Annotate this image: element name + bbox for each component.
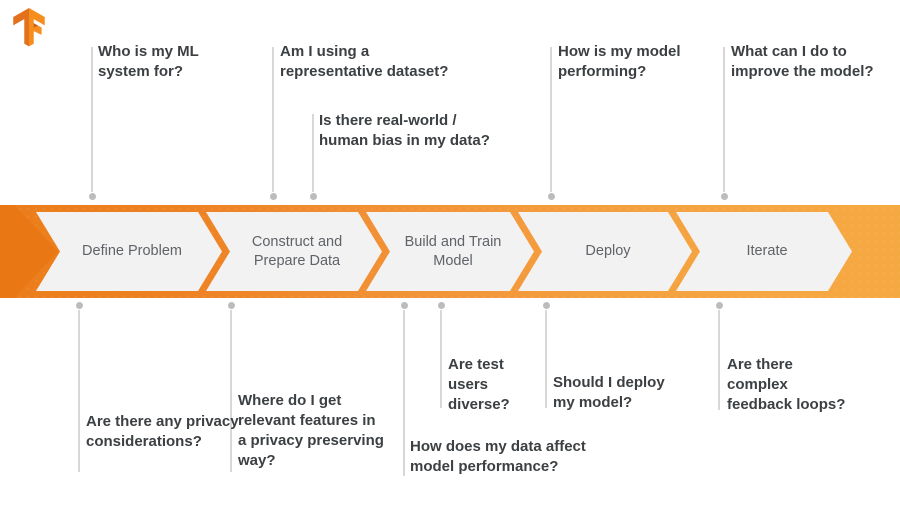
question-real-world-human-bias: Is there real-world / human bias in my d…: [319, 112, 490, 149]
stage-construct-and-prepare-data: Construct and Prepare Data: [206, 212, 382, 291]
question-test-users-diverse: Are test users diverse?: [448, 356, 510, 413]
connector-dot: [547, 193, 555, 200]
question-privacy-considerations: Are there any privacy considerations?: [86, 413, 239, 450]
connector-dot: [269, 193, 277, 200]
connector-dot: [227, 302, 235, 309]
connector-line: [437, 302, 445, 408]
connector-dot: [88, 193, 96, 200]
question-who-is-my-ml-system-for: Who is my ML system for?: [98, 43, 199, 80]
connector-dot: [437, 302, 445, 309]
stage-label: Build and Train Model: [404, 233, 502, 269]
connector-dot: [720, 193, 728, 200]
connector-dot: [715, 302, 723, 309]
question-improve-the-model: What can I do to improve the model?: [731, 43, 874, 80]
stage-label: Deploy: [585, 243, 631, 259]
question-representative-dataset: Am I using a representative dataset?: [280, 43, 449, 80]
question-should-i-deploy: Should I deploy my model?: [553, 374, 665, 411]
stage-label: Define Problem: [82, 243, 182, 259]
connector-line: [720, 47, 728, 200]
connector-line: [227, 302, 235, 472]
connector-line: [269, 47, 277, 200]
connector-line: [715, 302, 723, 410]
pipeline-band: Define Problem Construct and Prepare Dat…: [0, 205, 900, 298]
connector-line: [88, 47, 96, 200]
stage-build-and-train-model: Build and Train Model: [366, 212, 534, 291]
stage-label: Construct and Prepare Data: [251, 233, 343, 269]
connector-dot: [75, 302, 83, 309]
connector-line: [75, 302, 83, 472]
question-complex-feedback-loops: Are there complex feedback loops?: [727, 356, 846, 413]
question-privacy-preserving-features: Where do I get relevant features in a pr…: [238, 392, 384, 469]
stage-iterate: Iterate: [676, 212, 852, 291]
connector-dot: [309, 193, 317, 200]
connector-dot: [400, 302, 408, 309]
stage-label: Iterate: [746, 243, 788, 259]
connector-line: [542, 302, 550, 408]
connector-line: [547, 47, 555, 200]
tensorflow-logo-icon: [10, 7, 48, 49]
question-data-affect-model-performance: How does my data affect model performanc…: [410, 438, 586, 475]
stage-deploy: Deploy: [518, 212, 692, 291]
connector-line: [400, 302, 408, 476]
stage-define-problem: Define Problem: [36, 212, 222, 291]
connector-dot: [542, 302, 550, 309]
question-model-performing: How is my model performing?: [558, 43, 681, 80]
connector-line: [309, 114, 317, 200]
